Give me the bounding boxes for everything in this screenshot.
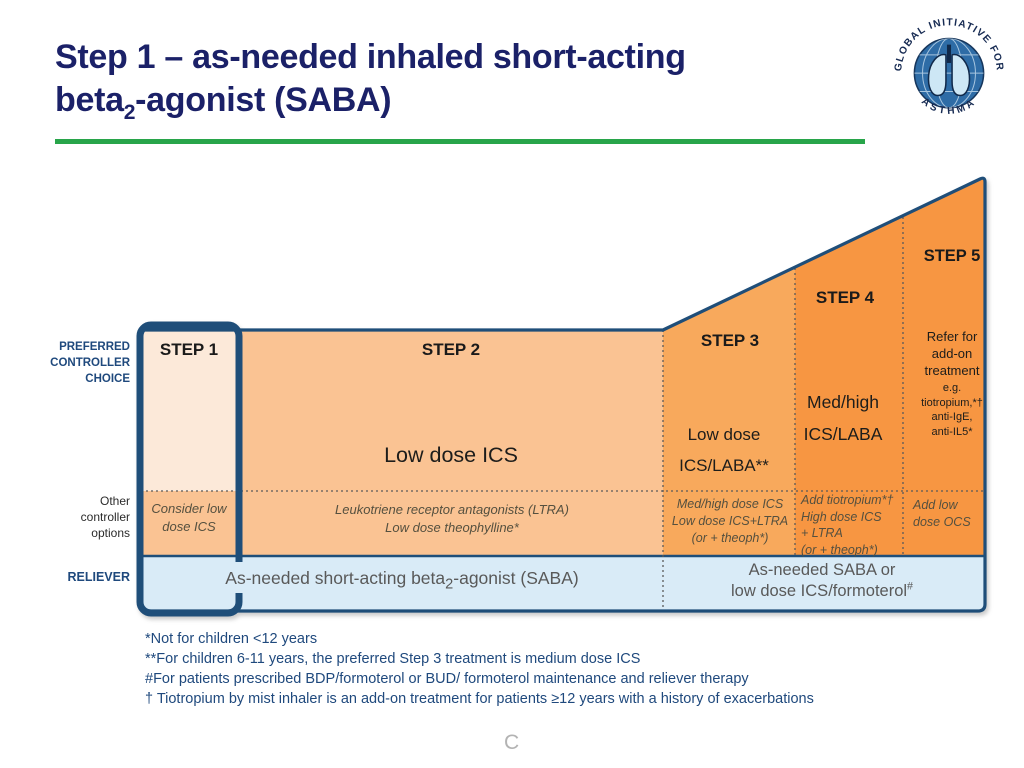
step1-other-text: Consider low dose ICS (151, 501, 227, 534)
step2-label: STEP 2 (421, 340, 481, 359)
title-line2: beta (55, 81, 124, 119)
reliever-left-post: -agonist (SABA) (453, 568, 579, 588)
step1-highlight (136, 321, 243, 617)
reliever-region (141, 556, 985, 610)
step2-other-text: Leukotriene receptor antagonists (LTRA) … (335, 502, 569, 535)
step3-region (663, 268, 795, 556)
footnote-4: † Tiotropium by mist inhaler is an add-o… (145, 691, 814, 707)
watermark-c: C (504, 731, 520, 754)
other-controller-label: Other controller options (80, 494, 130, 540)
title-subscript: 2 (123, 100, 136, 124)
step1-label: STEP 1 (159, 340, 219, 359)
step5-region (903, 178, 985, 556)
step3-other-text: Med/high dose ICS Low dose ICS+LTRA (or … (671, 497, 789, 545)
reliever-left-sub: 2 (445, 576, 454, 593)
step4-label: STEP 4 (815, 288, 875, 307)
step1-other-region (141, 491, 237, 556)
reliever-label: RELIEVER (67, 570, 130, 584)
step1-highlight-gap (231, 562, 243, 593)
reliever-right-text: As-needed SABA or low dose ICS/formotero… (731, 560, 913, 602)
reliever-right-line1: As-needed SABA or (748, 561, 896, 579)
step5-label: STEP 5 (923, 247, 981, 265)
step4-other-text: Add tiotropium*† High dose ICS + LTRA (o… (801, 493, 894, 557)
page-title: Step 1 – as-needed inhaled short-acting … (55, 36, 686, 124)
reliever-right-line2: low dose ICS/formoterol (730, 582, 908, 600)
step5-preferred-sub-text: e.g. tiotropium,*† anti-IgE, anti-IL5* (921, 382, 983, 438)
step4-region (795, 217, 903, 556)
step4-preferred-text: Med/high ICS/LABA (803, 392, 883, 444)
footnote-2: **For children 6-11 years, the preferred… (145, 651, 641, 667)
lungs-icon (927, 44, 971, 97)
title-underline (55, 139, 865, 144)
gina-logo-icon: GLOBAL INITIATIVE FOR ASTHMA (893, 17, 1004, 117)
step2-preferred-text: Low dose ICS (384, 443, 518, 467)
title-line2-end: -agonist (SABA) (135, 81, 392, 119)
step3-label: STEP 3 (700, 331, 760, 350)
title-line1: Step 1 – as-needed inhaled short-acting (55, 38, 686, 76)
footnote-3: #For patients prescribed BDP/formoterol … (145, 671, 749, 687)
step2-region (237, 330, 663, 556)
preferred-controller-label: PREFERRED CONTROLLER CHOICE (50, 341, 130, 385)
footnote-1: *Not for children <12 years (145, 631, 318, 647)
reliever-left-text: As-needed short-acting beta2-agonist (SA… (225, 568, 578, 593)
step1-preferred-region (141, 330, 237, 491)
step5-other-text: Add low dose OCS (913, 498, 971, 529)
reliever-left-pre: As-needed short-acting beta (225, 568, 446, 588)
step5-preferred-main-text: Refer for add-on treatment (924, 329, 980, 378)
step3-preferred-text: Low dose ICS/LABA** (679, 425, 769, 475)
reliever-right-sup: # (907, 580, 914, 593)
